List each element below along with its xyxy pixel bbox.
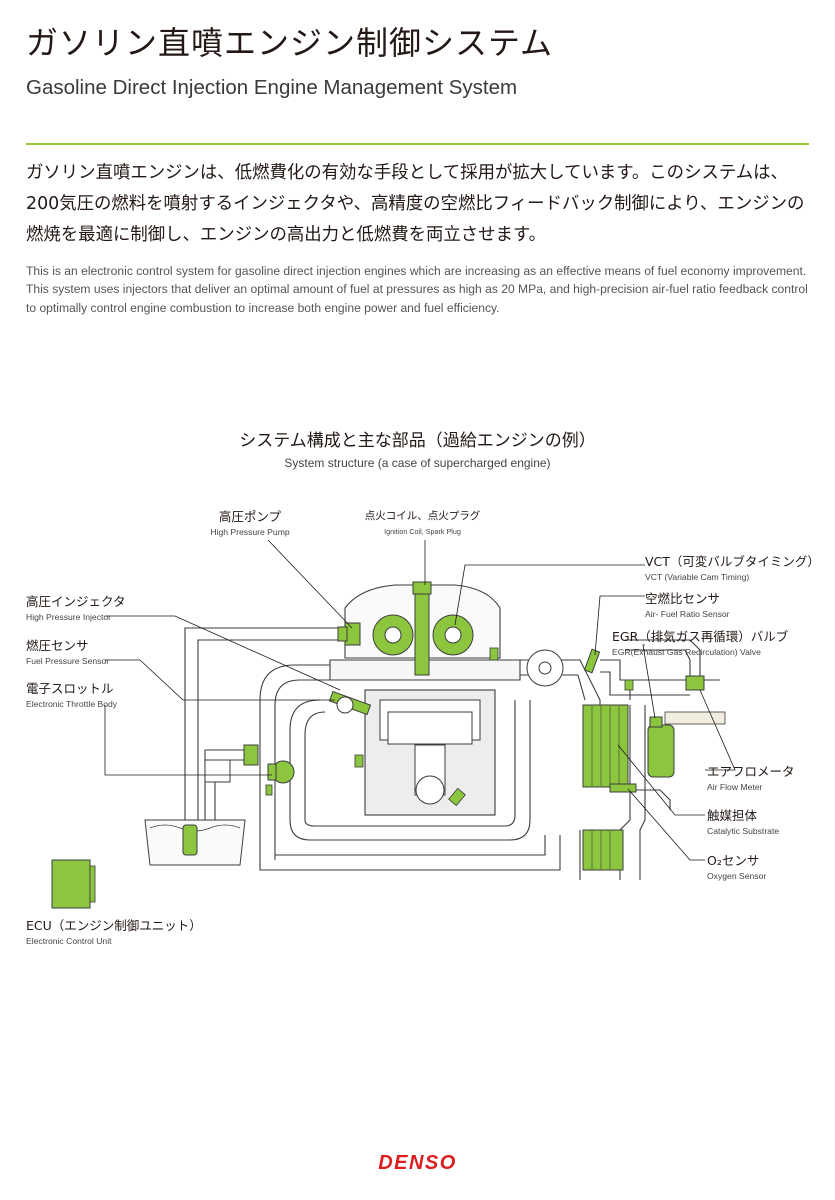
label-en: High Pressure Pump: [210, 527, 290, 537]
description-english: This is an electronic control system for…: [26, 264, 808, 315]
label-ja: 高圧インジェクタ: [26, 594, 126, 609]
air-flow-meter: [685, 675, 705, 691]
page-subtitle: Gasoline Direct Injection Engine Managem…: [26, 76, 518, 99]
label-ja: 触媒担体: [707, 808, 758, 823]
label-ja: O₂センサ: [707, 853, 760, 868]
label-en: Electronic Control Unit: [26, 936, 112, 946]
label-air-flow-meter: エアフロメータ Air Flow Meter: [707, 764, 795, 793]
label-ja: 電子スロットル: [26, 681, 114, 696]
description-japanese: ガソリン直噴エンジンは、低燃費化の有効な手段として採用が拡大しています。このシス…: [26, 163, 805, 245]
label-en: Air- Fuel Ratio Sensor: [645, 609, 730, 619]
ecu: [51, 859, 91, 909]
label-air-fuel-ratio-sensor: 空燃比センサ Air- Fuel Ratio Sensor: [645, 591, 730, 620]
denso-logo: DENSO: [378, 1152, 457, 1174]
label-catalytic-substrate: 触媒担体 Catalytic Substrate: [707, 808, 779, 837]
label-en: VCT (Variable Cam Timing): [645, 572, 750, 582]
label-ja: エアフロメータ: [707, 764, 795, 779]
label-ecu: ECU（エンジン制御ユニット） Electronic Control Unit: [26, 918, 202, 947]
label-ja: EGR（排気ガス再循環）バルブ: [612, 629, 789, 644]
label-fuel-pressure-sensor: 燃圧センサ Fuel Pressure Sensor: [26, 638, 109, 667]
label-en: Electronic Throttle Body: [26, 699, 118, 709]
label-high-pressure-pump: 高圧ポンプ High Pressure Pump: [200, 509, 300, 538]
diagram-title: システム構成と主な部品（過給エンジンの例）: [239, 431, 596, 451]
label-en: Air Flow Meter: [707, 782, 763, 792]
fuel-pump: [182, 824, 198, 856]
label-electronic-throttle: 電子スロットル Electronic Throttle Body: [26, 681, 117, 710]
label-en: EGR(Exhaust Gas Recirculation) Valve: [612, 647, 761, 657]
fuel-line: [184, 627, 340, 860]
oxygen-sensor: [609, 783, 637, 793]
label-en: Catalytic Substrate: [707, 826, 780, 836]
label-ja: 燃圧センサ: [26, 638, 89, 653]
label-en: Ignition Coil, Spark Plug: [384, 527, 461, 536]
label-high-pressure-injector: 高圧インジェクタ High Pressure Injector: [26, 594, 126, 623]
piston: [387, 711, 473, 745]
intake-pipe: [259, 664, 330, 860]
air-fuel-ratio-sensor: [583, 648, 601, 674]
label-oxygen-sensor: O₂センサ Oxygen Sensor: [707, 853, 766, 882]
label-vct: VCT（可変バルブタイミング） VCT (Variable Cam Timing…: [645, 554, 820, 583]
label-ja: 高圧ポンプ: [218, 509, 282, 524]
label-ignition-coil: 点火コイル、点火プラグ Ignition Coil, Spark Plug: [360, 509, 485, 538]
label-ja: VCT（可変バルブタイミング）: [645, 554, 820, 569]
catalytic-substrate-lower: [582, 829, 624, 871]
catalytic-substrate: [582, 704, 629, 788]
egr-cooler: [647, 724, 675, 778]
label-en: High Pressure Injector: [26, 612, 112, 622]
label-en: Oxygen Sensor: [707, 871, 767, 881]
label-ja: 空燃比センサ: [645, 591, 721, 606]
title-divider: [26, 143, 809, 145]
label-ja: ECU（エンジン制御ユニット）: [26, 918, 202, 933]
label-en: Fuel Pressure Sensor: [26, 656, 110, 666]
label-egr-valve: EGR（排気ガス再循環）バルブ EGR(Exhaust Gas Recircul…: [612, 629, 788, 658]
diagram-subtitle: System structure (a case of supercharged…: [284, 456, 551, 470]
page-title: ガソリン直噴エンジン制御システム: [26, 24, 554, 62]
ignition-coil: [414, 584, 430, 676]
label-ja: 点火コイル、点火プラグ: [364, 510, 481, 522]
